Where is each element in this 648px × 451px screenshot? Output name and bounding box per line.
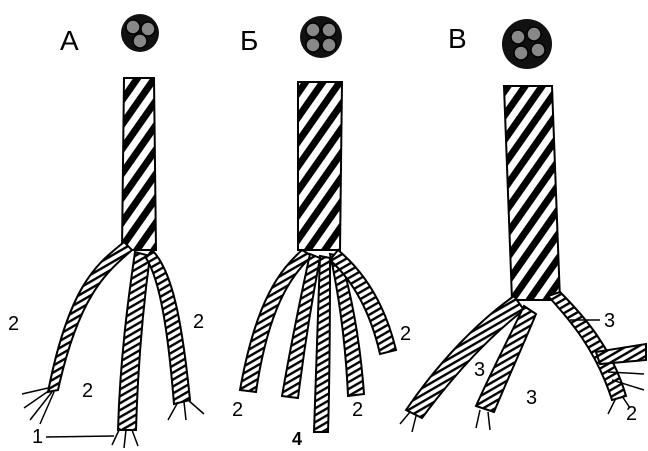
panel-v-cross-section <box>502 19 552 69</box>
panel-v-label-3-left: 3 <box>474 359 485 381</box>
panel-a-label-2-mid: 2 <box>82 380 93 402</box>
panel-b-label-2-low: 2 <box>352 399 363 421</box>
panel-a-cross-section <box>121 14 159 52</box>
panel-a: А 2 2 2 1 <box>8 14 204 448</box>
panel-v-rope <box>400 86 646 432</box>
panel-b-label-2-right: 2 <box>400 323 411 345</box>
panel-b-rope <box>240 82 396 432</box>
panel-a-rope <box>22 78 204 448</box>
panel-a-label-2-left: 2 <box>8 313 19 335</box>
panel-v-label-3-low: 3 <box>526 387 537 409</box>
panel-b-letter: Б <box>240 25 258 56</box>
panel-b: Б 2 2 2 4 <box>232 16 411 449</box>
panel-b-cross-section <box>300 16 342 58</box>
panel-a-label-1: 1 <box>32 426 43 448</box>
panel-a-label-2-right: 2 <box>193 311 204 333</box>
panel-v: В 3 3 3 2 <box>400 19 646 432</box>
panel-b-label-4: 4 <box>292 429 302 449</box>
panel-a-leader-1 <box>46 436 114 437</box>
panel-v-label-3-right: 3 <box>604 310 615 332</box>
panel-v-letter: В <box>448 23 467 54</box>
panel-a-letter: А <box>60 25 79 56</box>
panel-b-label-2-left: 2 <box>232 399 243 421</box>
panel-v-label-2-right: 2 <box>626 403 637 425</box>
